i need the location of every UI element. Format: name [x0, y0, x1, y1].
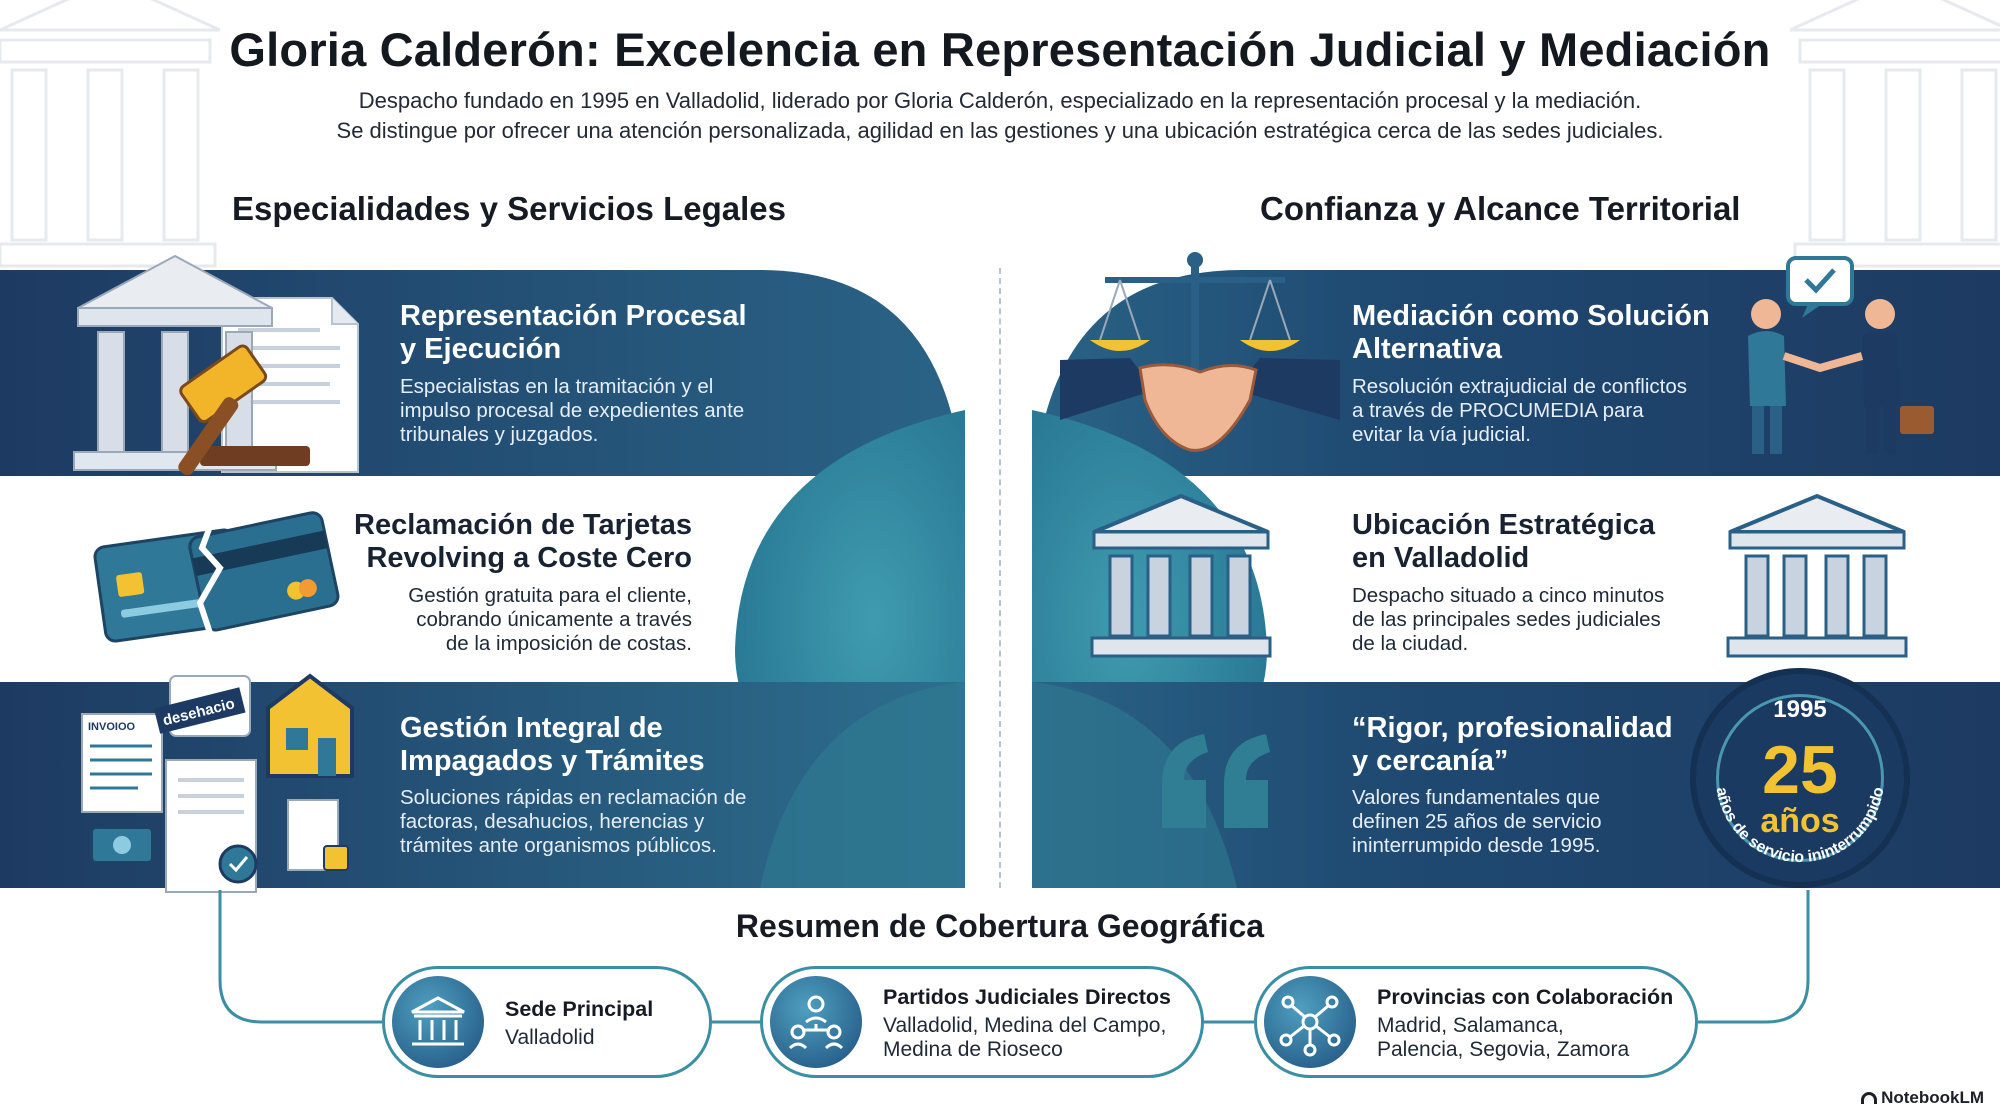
card-title-line: Reclamación de Tarjetas [354, 509, 692, 541]
card-text-line: ininterrumpido desde 1995. [1352, 834, 1601, 857]
badge-unit: años [1760, 802, 1840, 840]
coverage-item-line: Valladolid, Medina del Campo, [883, 1014, 1167, 1037]
card-title-ubicacion: Ubicación Estratégica en Valladolid [1352, 509, 1655, 575]
card-text-representacion: Especialistas en la tramitación y el imp… [400, 375, 744, 447]
people-network-icon [770, 976, 862, 1068]
page-subtitle: Despacho fundado en 1995 en Valladolid, … [0, 86, 2000, 146]
svg-text:años de servicio ininterrumpid: años de servicio ininterrumpido [1713, 786, 1888, 866]
card-title-line: Representación Procesal [400, 300, 747, 332]
card-title-tarjetas: Reclamación de Tarjetas Revolving a Cost… [340, 509, 692, 575]
coverage-item-line: Madrid, Salamanca, [1377, 1014, 1564, 1037]
coverage-item-text: Valladolid, Medina del Campo, Medina de … [883, 1014, 1166, 1062]
card-title-line: “Rigor, profesionalidad [1352, 712, 1673, 744]
card-text-valores: Valores fundamentales que definen 25 año… [1352, 786, 1602, 858]
mediation-handshake-people-icon [1748, 256, 1934, 454]
brand-label: NotebookLM [1881, 1088, 1984, 1107]
card-text-line: tribunales y juzgados. [400, 423, 599, 446]
coverage-item-partidos: Partidos Judiciales Directos Valladolid,… [760, 966, 1204, 1078]
coverage-item-title: Sede Principal [505, 997, 654, 1021]
coverage-item-provincias: Provincias con Colaboración Madrid, Sala… [1254, 966, 1698, 1078]
card-text-ubicacion: Despacho situado a cinco minutos de las … [1352, 584, 1664, 656]
card-title-mediacion: Mediación como Solución Alternativa [1352, 300, 1710, 366]
card-text-line: trámites ante organismos públicos. [400, 834, 717, 857]
card-text-impagados: Soluciones rápidas en reclamación de fac… [400, 786, 746, 858]
coverage-item-line: Palencia, Segovia, Zamora [1377, 1038, 1630, 1061]
invoices-house-illustration: INVOIOO desehacio [81, 673, 354, 893]
card-text-line: a través de PROCUMEDIA para [1352, 399, 1644, 422]
card-text-line: cobrando únicamente a través [416, 608, 692, 631]
card-title-line: Revolving a Coste Cero [366, 542, 692, 574]
card-title-line: y cercanía” [1352, 745, 1509, 777]
credit-cards-illustration [93, 511, 340, 649]
card-text-line: Soluciones rápidas en reclamación de [400, 786, 747, 809]
right-section-heading: Confianza y Alcance Territorial [1260, 190, 1741, 227]
card-text-line: de la ciudad. [1352, 632, 1469, 655]
subtitle-line-1: Despacho fundado en 1995 en Valladolid, … [358, 88, 1642, 113]
bg-columns-left [0, 0, 220, 268]
courthouse-gavel-illustration [73, 254, 359, 475]
subtitle-line-2: Se distingue por ofrecer una atención pe… [336, 118, 1664, 143]
card-text-line: definen 25 años de servicio [1352, 810, 1602, 833]
left-section-heading: Especialidades y Servicios Legales [232, 190, 786, 227]
card-text-line: Especialistas en la tramitación y el [400, 375, 714, 398]
coverage-connector-lines [218, 890, 1810, 1024]
card-title-impagados: Gestión Integral de Impagados y Trámites [400, 712, 705, 778]
card-title-line: y Ejecución [400, 333, 562, 365]
badge-arc-text: años de servicio ininterrumpido [1713, 786, 1888, 866]
card-text-line: Despacho situado a cinco minutos [1352, 584, 1665, 607]
network-nodes-icon [1264, 976, 1356, 1068]
scales-handshake-illustration [1060, 252, 1340, 452]
years-badge: 1995 25 años [1690, 668, 1910, 888]
quote-icon [1162, 734, 1270, 828]
coverage-item-title: Provincias con Colaboración [1377, 985, 1674, 1009]
card-title-valores: “Rigor, profesionalidad y cercanía” [1352, 712, 1673, 778]
brand-logo: NotebookLM [1861, 1088, 1984, 1108]
card-title-line: Ubicación Estratégica [1352, 509, 1655, 541]
card-text-mediacion: Resolución extrajudicial de conflictos a… [1352, 375, 1687, 447]
badge-number: 25 [1762, 732, 1838, 808]
badge-year: 1995 [1773, 696, 1827, 723]
bg-columns-right [1790, 0, 2000, 268]
card-title-line: Mediación como Solución [1352, 300, 1710, 332]
card-title-line: Gestión Integral de [400, 712, 663, 744]
page-title: Gloria Calderón: Excelencia en Represent… [229, 23, 1771, 76]
card-title-line: Impagados y Trámites [400, 745, 705, 777]
card-text-line: impulso procesal de expedientes ante [400, 399, 745, 422]
card-text-line: de las principales sedes judiciales [1352, 608, 1661, 631]
coverage-item-title: Partidos Judiciales Directos [883, 985, 1171, 1009]
card-text-line: Valores fundamentales que [1352, 786, 1601, 809]
coverage-item-sede-principal: Sede Principal Valladolid [382, 966, 712, 1078]
card-text-line: de la imposición de costas. [445, 632, 692, 655]
coverage-item-line: Medina de Rioseco [883, 1038, 1063, 1061]
badge-arc-label: años de servicio ininterrumpido [1713, 786, 1888, 866]
card-text-line: evitar la vía judicial. [1352, 423, 1531, 446]
coverage-heading: Resumen de Cobertura Geográfica [735, 908, 1265, 944]
card-text-line: Resolución extrajudicial de conflictos [1352, 375, 1688, 398]
coverage-item-text: Valladolid [505, 1026, 595, 1049]
card-title-representacion: Representación Procesal y Ejecución [400, 300, 747, 366]
courthouse-icon-center [1090, 493, 1272, 658]
badge-ring [1716, 694, 1884, 862]
card-text-line: Gestión gratuita para el cliente, [408, 584, 692, 607]
card-text-tarjetas: Gestión gratuita para el cliente, cobran… [340, 584, 692, 656]
invoice-label: INVOIOO [88, 721, 136, 733]
card-title-line: en Valladolid [1352, 542, 1530, 574]
courthouse-icon [392, 976, 484, 1068]
coverage-item-text: Madrid, Salamanca, Palencia, Segovia, Za… [1377, 1014, 1629, 1062]
courthouse-icon-right [1726, 493, 1908, 658]
card-text-line: factoras, desahucios, herencias y [400, 810, 705, 833]
notebooklm-icon [1861, 1092, 1878, 1104]
center-divider [999, 268, 1001, 888]
card-title-line: Alternativa [1352, 333, 1502, 365]
